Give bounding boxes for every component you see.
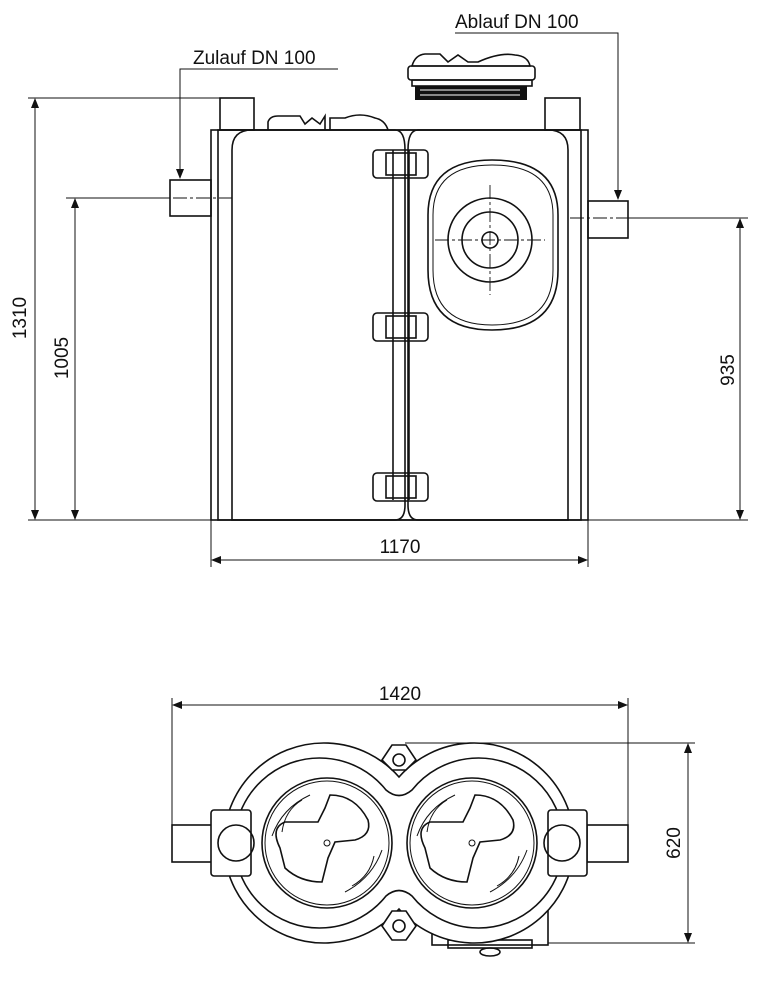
top-dimensions: 1420 620 <box>171 684 695 944</box>
top-stub-right <box>544 97 581 131</box>
clamp <box>372 149 429 179</box>
clamp <box>372 472 429 502</box>
clamp <box>372 312 429 342</box>
lid-handle-right <box>329 114 389 131</box>
lid-handle-left <box>267 113 326 130</box>
tank-left-chamber <box>231 129 406 521</box>
outlet-label-group: Ablauf DN 100 <box>455 12 622 200</box>
cover-lid <box>407 53 536 100</box>
dim-total-height: 1310 <box>10 297 31 339</box>
dim-width-front: 1170 <box>380 537 421 558</box>
outlet-pipe <box>587 200 629 239</box>
dim-length-top: 1420 <box>379 684 421 705</box>
lug-right <box>547 809 588 877</box>
outlet-pipe-top <box>586 824 629 863</box>
lug-left <box>210 809 252 877</box>
top-stub-left <box>219 97 255 131</box>
outlet-label: Ablauf DN 100 <box>455 12 579 33</box>
cover-disc-right <box>406 777 538 909</box>
front-dimensions: 1310 1005 935 1170 <box>10 97 748 567</box>
inlet-label: Zulauf DN 100 <box>193 48 316 69</box>
bolt-icon <box>392 919 406 933</box>
dim-width-top: 620 <box>664 827 685 859</box>
tank-frame <box>210 129 589 521</box>
inlet-label-group: Zulauf DN 100 <box>176 48 338 179</box>
dim-inlet-height: 1005 <box>52 337 73 379</box>
front-view <box>150 53 640 521</box>
bolt-icon <box>392 753 406 767</box>
cover-disc-left <box>261 777 393 909</box>
tank-right-chamber <box>407 129 569 521</box>
inlet-pipe-top <box>171 824 213 863</box>
top-view <box>171 742 629 957</box>
dim-outlet-height: 935 <box>718 354 739 386</box>
inspection-opening <box>427 159 559 331</box>
tank-outline-top <box>223 742 575 944</box>
